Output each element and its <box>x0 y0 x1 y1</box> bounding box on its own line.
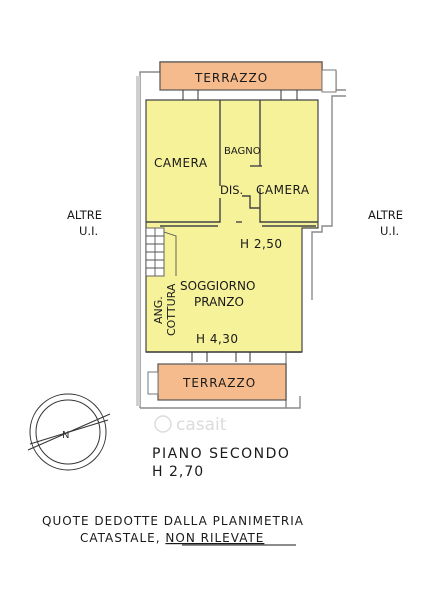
stair-area <box>145 227 177 277</box>
floor-height: H 2,70 <box>152 464 204 480</box>
svg-text:casait: casait <box>176 415 227 435</box>
compass-icon: N <box>27 393 111 471</box>
floor-name: PIANO SECONDO <box>152 446 290 462</box>
left-altre-label: ALTRE <box>67 208 102 222</box>
height-lower-label: H 4,30 <box>196 332 239 346</box>
ang-label: ANG. <box>152 296 165 324</box>
terrace-bottom <box>157 363 287 401</box>
terrace-top-label: TERRAZZO <box>194 71 268 85</box>
watermark-logo: casait <box>154 415 227 435</box>
bagno-label: BAGNO <box>224 146 261 157</box>
camera-left-label: CAMERA <box>154 156 208 170</box>
note-line-2-prefix: CATASTALE, <box>80 531 165 545</box>
terrace-bottom-label: TERRAZZO <box>182 376 256 390</box>
window-marks <box>182 90 298 362</box>
note-line-1: QUOTE DEDOTTE DALLA PLANIMETRIA <box>42 514 304 528</box>
interior-walls <box>146 100 318 353</box>
dis-label: DIS. <box>220 183 243 197</box>
height-upper-label: H 2,50 <box>240 237 283 251</box>
note-line-2-underlined: NON RILEVATE <box>165 531 264 545</box>
soggiorno-label: SOGGIORNO <box>180 279 255 293</box>
right-altre-label: ALTRE <box>368 208 403 222</box>
camera-right-label: CAMERA <box>256 183 310 197</box>
cottura-label: COTTURA <box>165 283 178 336</box>
left-ui-label: U.I. <box>79 224 98 238</box>
right-ui-label: U.I. <box>380 224 399 238</box>
note-line-2: CATASTALE, NON RILEVATE <box>80 531 264 545</box>
pranzo-label: PRANZO <box>194 295 244 309</box>
terrace-top <box>159 61 323 91</box>
svg-text:N: N <box>62 430 69 441</box>
